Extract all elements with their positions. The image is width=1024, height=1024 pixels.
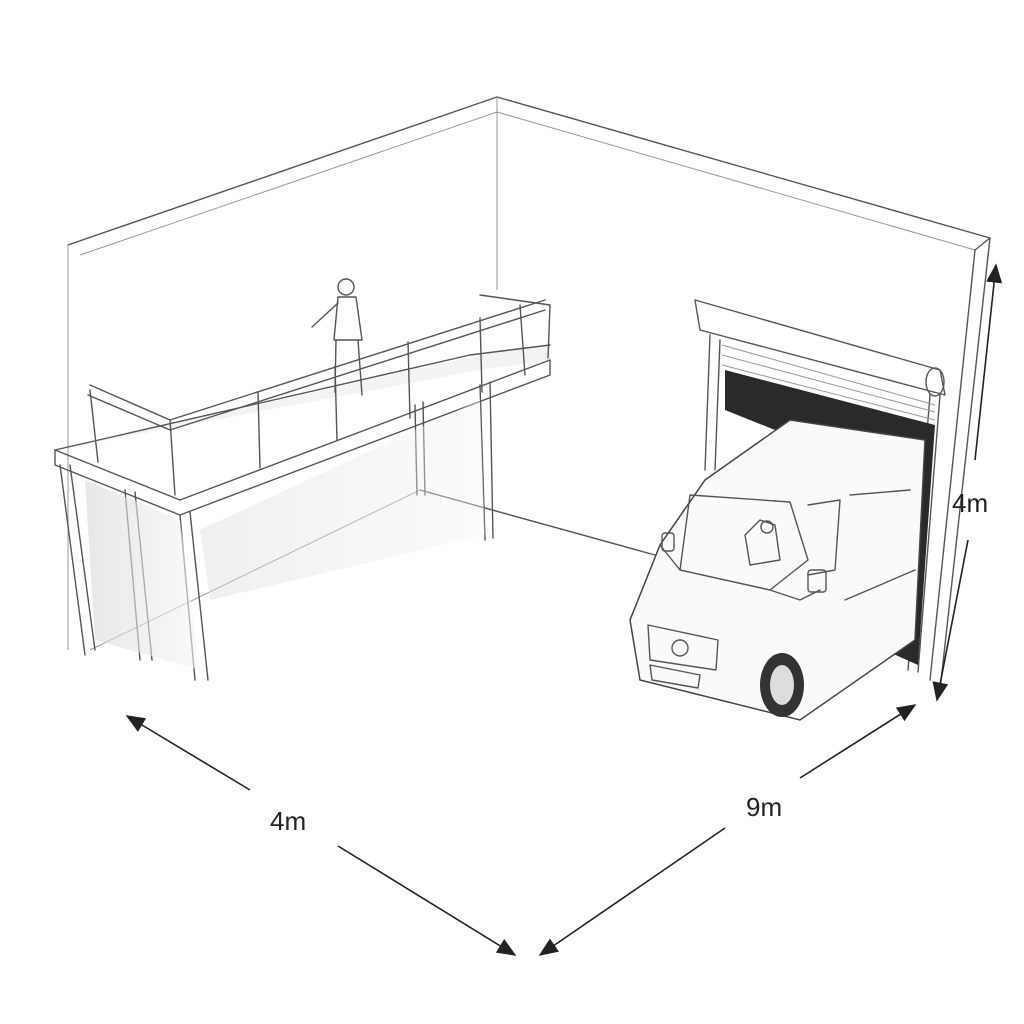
height-dimension-label: 4m	[952, 488, 989, 518]
length-dimension-label: 9m	[746, 792, 783, 822]
van	[629, 419, 926, 721]
width-dimension-label: 4m	[270, 806, 307, 836]
dimension-arrows	[125, 263, 1003, 956]
person-figure	[311, 278, 363, 396]
mezzanine	[54, 294, 551, 681]
